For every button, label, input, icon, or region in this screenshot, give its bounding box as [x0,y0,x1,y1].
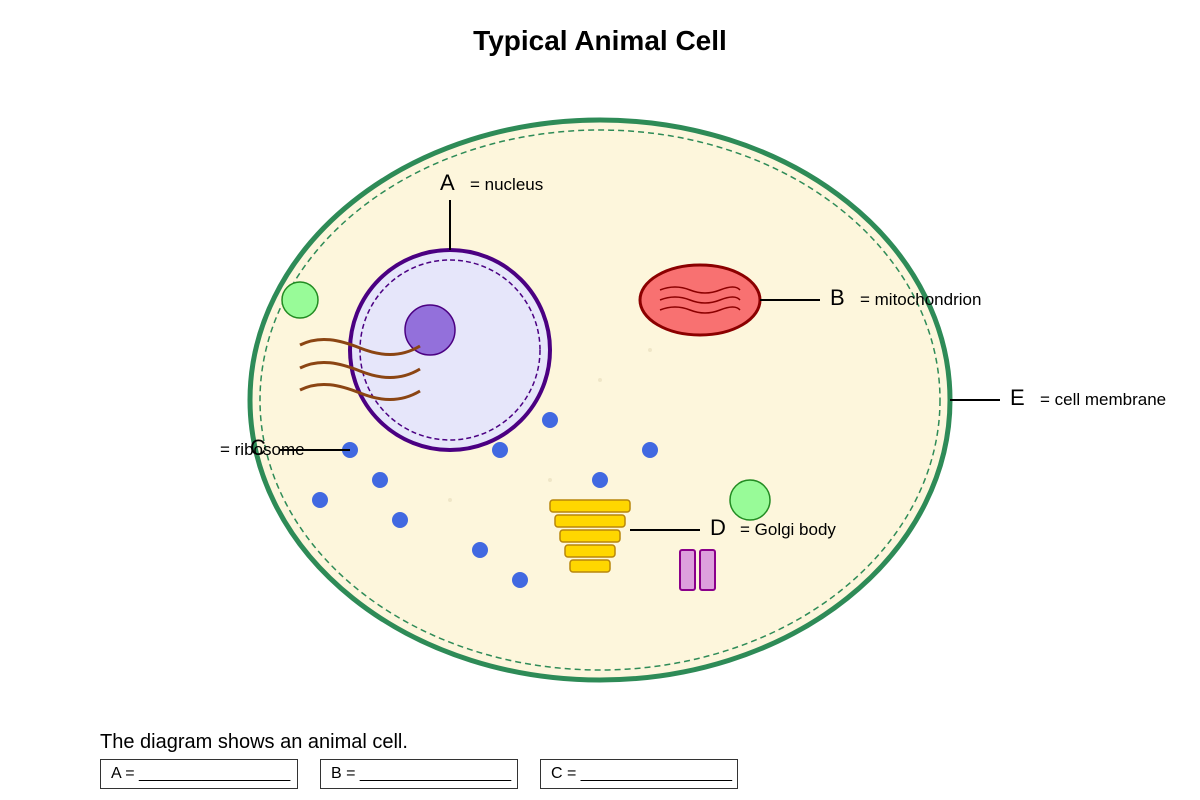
ribosome [372,472,388,488]
answer-box-b[interactable]: B = _________________ [320,759,518,789]
nucleolus [404,304,456,356]
answer-box-a[interactable]: A = _________________ [100,759,298,789]
leader-lines [280,200,1000,531]
speck [448,498,452,502]
label-e-letter: E [1010,385,1025,410]
ribosome [642,442,658,458]
golgi-cisterna [564,544,616,558]
centriole [679,549,696,591]
ribosome [492,442,508,458]
label-d-letter: D [710,515,726,540]
ribosome [542,412,558,428]
crista [659,306,741,314]
ribosome [472,542,488,558]
label-a-text: = nucleus [470,175,543,194]
label-a-letter: A [440,170,455,195]
centriole [699,549,716,591]
label-b-letter: B [830,285,845,310]
golgi-body [549,499,631,573]
ribosome [312,492,328,508]
nuclear-envelope-inner [359,259,541,441]
golgi-cisterna [569,559,611,573]
label-c-letter: C [250,435,266,460]
speck [598,378,602,382]
golgi-cisterna [554,514,626,528]
vesicle [281,281,319,319]
label-d-text: = Golgi body [740,520,836,539]
label-e-text: = cell membrane [1040,390,1166,409]
mitochondrion-cristae [659,286,741,314]
cell-membrane-inner [259,129,941,671]
vesicle [729,479,771,521]
speck [548,478,552,482]
label-c-text: = ribosome [220,440,305,459]
golgi-cisterna [559,529,621,543]
crista [659,286,741,294]
ribosome [512,572,528,588]
er-strand [299,338,421,356]
endoplasmic-reticulum [299,338,421,401]
er-strand [299,383,421,401]
mitochondrion [638,263,762,337]
nucleus [348,248,552,452]
golgi-cisterna [549,499,631,513]
crista [659,296,741,304]
answer-box-c[interactable]: C = _________________ [540,759,738,789]
cytoplasm [250,120,950,680]
speck [648,348,652,352]
diagram-title: Typical Animal Cell [473,25,727,56]
centrioles [679,549,716,591]
er-strand [299,361,421,379]
label-b-text: = mitochondrion [860,290,981,309]
ribosome [592,472,608,488]
diagram-caption: The diagram shows an animal cell. [100,731,408,753]
ribosome [392,512,408,528]
